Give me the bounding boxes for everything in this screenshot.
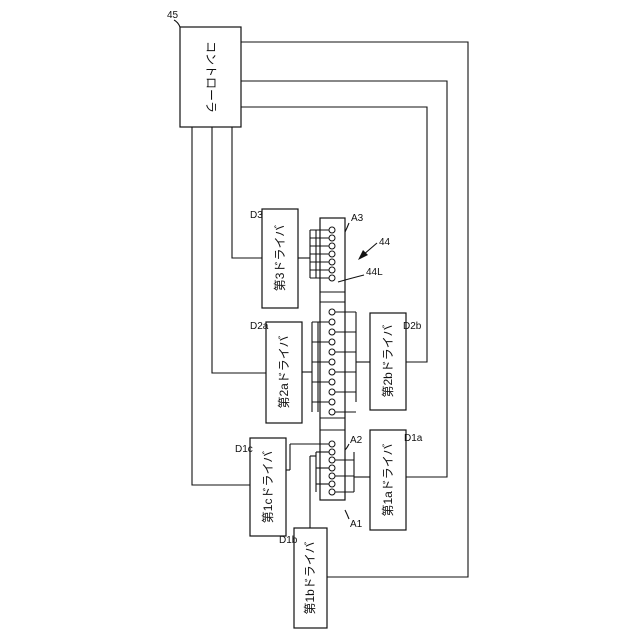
electrode-dot <box>329 259 335 265</box>
array-ref: 44 <box>379 237 391 248</box>
electrode-dot <box>329 251 335 257</box>
driver-d2b-ref: D2b <box>403 321 422 332</box>
controller-ref: 45 <box>167 10 179 21</box>
electrode-dot <box>329 243 335 249</box>
driver-d2a-label: 第2aドライバ <box>277 335 291 408</box>
electrode-dot <box>329 409 335 415</box>
line-ref: 44L <box>366 267 383 278</box>
electrode-dot <box>329 441 335 447</box>
electrode-dot <box>329 465 335 471</box>
driver-d1a-label: 第1aドライバ <box>381 443 395 516</box>
driver-d3-ref: D3 <box>250 210 263 221</box>
driver-box-d2b: 第2bドライバ <box>370 313 406 410</box>
electrode-dot <box>329 481 335 487</box>
electrode-dot <box>329 267 335 273</box>
driver-box-d1c: 第1cドライバ <box>250 438 286 536</box>
region-a3-label: A3 <box>351 213 364 224</box>
driver-d1c-ref: D1c <box>235 444 253 455</box>
electrode-dot <box>329 359 335 365</box>
controller-label: コントローラ <box>204 41 218 113</box>
driver-d2a-ref: D2a <box>250 321 269 332</box>
controller-box: コントローラ <box>180 27 241 127</box>
electrode-dot <box>329 457 335 463</box>
driver-d3-label: 第3ドライバ <box>273 225 287 291</box>
electrode-dot <box>329 235 335 241</box>
electrode-dot <box>329 339 335 345</box>
electrode-dot <box>329 369 335 375</box>
driver-d1b-ref: D1b <box>279 535 298 546</box>
electrode-dot <box>329 449 335 455</box>
electrode-dot <box>329 379 335 385</box>
electrode-dot <box>329 275 335 281</box>
driver-box-d1b: 第1bドライバ <box>294 528 327 628</box>
driver-d2b-label: 第2bドライバ <box>381 324 395 397</box>
region-a1-label: A1 <box>350 519 363 530</box>
electrode-dot <box>329 399 335 405</box>
electrode-dot <box>329 227 335 233</box>
electrode-dot <box>329 309 335 315</box>
electrode-dot <box>329 319 335 325</box>
region-a2-label: A2 <box>350 435 363 446</box>
electrode-dot <box>329 389 335 395</box>
controller-leader <box>174 20 180 27</box>
driver-box-d2a: 第2aドライバ <box>266 322 302 423</box>
electrode-dot <box>329 473 335 479</box>
driver-d1b-label: 第1bドライバ <box>303 541 317 614</box>
electrode-dot <box>329 329 335 335</box>
driver-box-d3: 第3ドライバ <box>262 209 298 308</box>
driver-box-d1a: 第1aドライバ <box>370 430 406 530</box>
electrode-dot <box>329 349 335 355</box>
driver-d1a-ref: D1a <box>404 433 423 444</box>
driver-d1c-label: 第1cドライバ <box>261 451 275 523</box>
electrode-dot <box>329 489 335 495</box>
